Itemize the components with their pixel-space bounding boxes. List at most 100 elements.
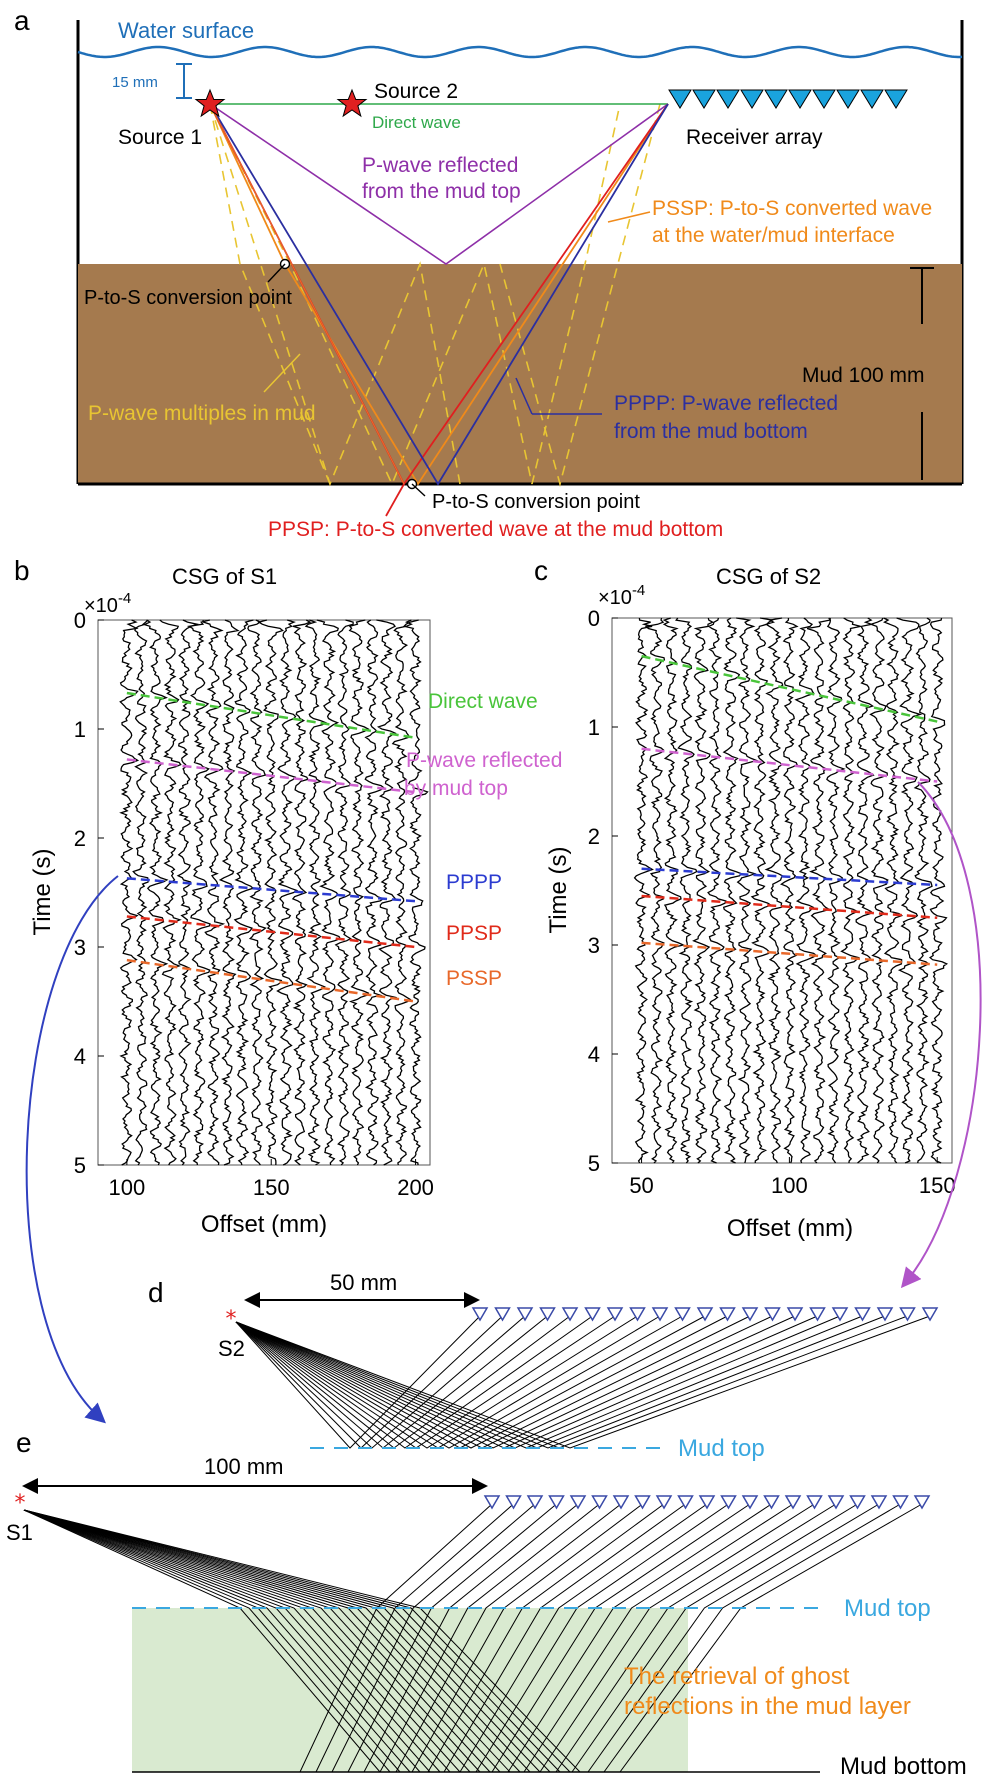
- receiver-icon: [827, 1495, 845, 1510]
- seismic-trace: [276, 619, 299, 1166]
- receiver-icon: [505, 1495, 522, 1510]
- seismic-trace: [132, 619, 152, 1166]
- arrow-c-to-d: [900, 781, 982, 1289]
- y-tick-label: 4: [588, 1042, 600, 1067]
- receiver-icon: [764, 1307, 781, 1322]
- y-tick-label: 3: [74, 935, 86, 960]
- ray-path: [235, 1315, 548, 1449]
- panel-letter-a: a: [14, 5, 30, 36]
- receiver-icon: [655, 1495, 673, 1510]
- panel-e-receivers: [483, 1495, 931, 1510]
- label-pwave-reflected-2: by mud top: [404, 777, 508, 800]
- seismic-trace: [883, 617, 904, 1164]
- receiver-icon: [720, 1495, 737, 1510]
- ray-path: [235, 1315, 886, 1449]
- seismic-trace: [334, 619, 354, 1166]
- receiver-triangle-icon: [740, 89, 764, 109]
- label-ppsp: PPSP: [446, 922, 502, 945]
- arrow-b-to-e: [25, 875, 119, 1424]
- y-tick-label: 5: [588, 1151, 600, 1176]
- panel-letter-c: c: [534, 555, 548, 586]
- event-line: [126, 877, 416, 903]
- panel-c-ylabel: Time (s): [545, 846, 572, 933]
- ray-path: [587, 1503, 880, 1773]
- panel-e-distance-label: 100 mm: [204, 1454, 283, 1479]
- receiver-icon: [763, 1495, 780, 1510]
- receiver-icon: [849, 1495, 866, 1510]
- seismic-trace: [913, 617, 933, 1164]
- panel-a: a Water surface 15 mm: [14, 5, 964, 541]
- receiver-icon: [921, 1307, 939, 1322]
- source-2-star-icon: [336, 88, 368, 118]
- seismic-trace: [247, 619, 267, 1166]
- x-tick-label: 100: [109, 1175, 146, 1200]
- x-tick-label: 150: [253, 1175, 290, 1200]
- seismic-trace: [794, 617, 818, 1164]
- receiver-icon: [831, 1307, 849, 1322]
- panel-d: d 50 mm * S2 Mud top: [148, 1270, 939, 1462]
- receiver-icon: [892, 1495, 909, 1510]
- seismic-trace: [402, 619, 429, 1166]
- event-line: [126, 915, 416, 949]
- ray-path: [23, 1509, 441, 1773]
- receiver-icon: [526, 1495, 544, 1510]
- seismic-trace: [869, 617, 889, 1164]
- y-tick-label: 1: [588, 715, 600, 740]
- ray-path: [235, 1315, 571, 1449]
- panel-letter-b: b: [14, 555, 30, 586]
- panel-c-xlabel: Offset (mm): [727, 1215, 853, 1242]
- event-line: [641, 941, 938, 966]
- panel-letter-d: d: [148, 1277, 164, 1308]
- panel-e-source-icon: *: [15, 1491, 26, 1516]
- seismic-trace: [202, 619, 226, 1166]
- ray-path: [331, 1503, 536, 1773]
- panel-d-receivers: [471, 1307, 939, 1322]
- direct-wave-label: Direct wave: [372, 113, 461, 132]
- pwave-reflected-label-1: P-wave reflected: [362, 154, 518, 177]
- receiver-icon: [698, 1495, 716, 1510]
- panel-letter-e: e: [16, 1427, 32, 1458]
- seismic-trace: [722, 617, 743, 1164]
- label-pwave-reflected-1: P-wave reflected: [406, 749, 562, 772]
- receiver-icon: [569, 1495, 587, 1510]
- receiver-icon: [854, 1307, 871, 1322]
- seismic-trace: [855, 617, 875, 1164]
- receiver-triangle-icon: [716, 89, 740, 109]
- seismic-trace: [348, 619, 370, 1166]
- ray-path: [23, 1509, 471, 1773]
- seismic-trace: [364, 619, 385, 1166]
- seismic-trace: [707, 617, 727, 1164]
- seismic-trace: [896, 617, 923, 1164]
- receiver-icon: [870, 1495, 888, 1510]
- y-tick-label: 4: [74, 1044, 86, 1069]
- ray-path: [379, 1503, 600, 1773]
- receiver-icon: [612, 1495, 630, 1510]
- seismic-trace: [662, 617, 686, 1164]
- receiver-triangle-icon: [788, 89, 812, 109]
- panel-e-mud-bottom-label: Mud bottom: [840, 1753, 967, 1778]
- receiver-triangle-icon: [884, 89, 908, 109]
- seismic-trace: [218, 619, 240, 1166]
- receiver-icon: [786, 1307, 804, 1322]
- seismic-trace: [233, 619, 255, 1166]
- source-2-label: Source 2: [374, 80, 458, 103]
- ray-paths: [209, 103, 669, 517]
- receiver-icon: [634, 1495, 651, 1510]
- ray-path: [523, 1503, 794, 1773]
- panel-b-seismic-traces: [119, 619, 429, 1166]
- panel-c-seismic-traces: [633, 617, 949, 1164]
- receiver-icon: [591, 1495, 608, 1510]
- seismic-trace: [644, 617, 666, 1164]
- seismic-trace: [780, 618, 799, 1164]
- receiver-icon: [539, 1307, 556, 1322]
- receiver-icon: [629, 1307, 646, 1322]
- receiver-icon: [561, 1307, 579, 1322]
- receiver-icon: [584, 1307, 601, 1322]
- ray-path: [395, 1503, 622, 1773]
- panel-c-title: CSG of S2: [716, 564, 821, 589]
- ray-path: [23, 1509, 411, 1773]
